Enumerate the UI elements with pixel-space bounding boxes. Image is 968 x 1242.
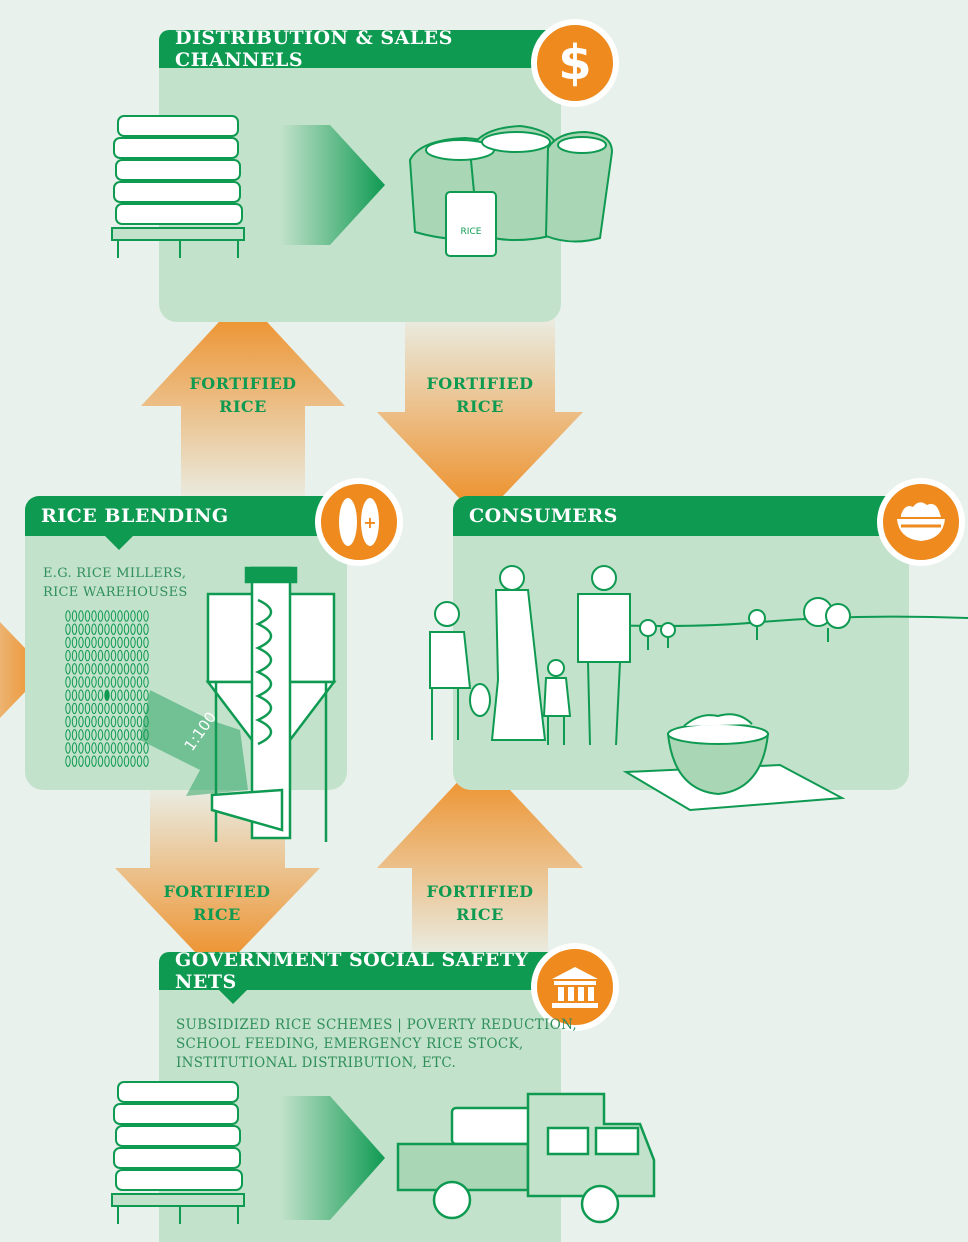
arrow-blend-to-dist <box>141 296 345 500</box>
svg-text:+: + <box>363 513 376 532</box>
blending-panel <box>25 496 347 790</box>
government-desc-line3: INSTITUTIONAL DISTRIBUTION, ETC. <box>176 1055 457 1071</box>
arrow-dist-to-consumers <box>377 318 583 520</box>
blending-subtitle: E.G. RICE MILLERS, RICE WAREHOUSES <box>43 564 188 602</box>
consumers-title: CONSUMERS <box>469 505 618 527</box>
government-title: GOVERNMENT SOCIAL SAFETY NETS <box>175 949 529 993</box>
blending-subtitle-line2: RICE WAREHOUSES <box>43 585 188 600</box>
distribution-title: DISTRIBUTION & SALES CHANNELS <box>175 27 453 71</box>
label-blend-to-gov: FORTIFIED RICE <box>147 880 287 926</box>
rice-grains-plus-icon: + <box>315 478 403 566</box>
distribution-header: DISTRIBUTION & SALES CHANNELS <box>159 27 561 71</box>
label-blend-to-dist-line1: FORTIFIED <box>189 374 297 393</box>
label-blend-to-gov-line1: FORTIFIED <box>163 882 271 901</box>
label-gov-to-consumers-line2: RICE <box>456 905 504 924</box>
government-desc-line2: SCHOOL FEEDING, EMERGENCY RICE STOCK, <box>176 1036 524 1052</box>
government-description: SUBSIDIZED RICE SCHEMES | POVERTY REDUCT… <box>176 1016 577 1073</box>
label-blend-to-dist: FORTIFIED RICE <box>173 372 313 418</box>
arrow-gov-to-consumers <box>377 758 583 955</box>
label-dist-to-consumers-line1: FORTIFIED <box>426 374 534 393</box>
label-blend-to-gov-line2: RICE <box>193 905 241 924</box>
blending-header: RICE BLENDING <box>25 496 347 550</box>
arrow-incoming-left <box>0 622 46 718</box>
consumers-header: CONSUMERS <box>453 496 909 536</box>
label-gov-to-consumers: FORTIFIED RICE <box>410 880 550 926</box>
label-dist-to-consumers-line2: RICE <box>456 397 504 416</box>
label-gov-to-consumers-line1: FORTIFIED <box>426 882 534 901</box>
government-header: GOVERNMENT SOCIAL SAFETY NETS <box>159 949 561 1004</box>
distribution-panel <box>159 30 561 322</box>
label-dist-to-consumers: FORTIFIED RICE <box>410 372 550 418</box>
blending-subtitle-line1: E.G. RICE MILLERS, <box>43 566 187 581</box>
blending-title: RICE BLENDING <box>41 505 229 527</box>
government-desc-line1: SUBSIDIZED RICE SCHEMES | POVERTY REDUCT… <box>176 1017 577 1033</box>
label-blend-to-dist-line2: RICE <box>219 397 267 416</box>
consumers-panel <box>453 496 909 790</box>
rice-bowl-icon <box>877 478 965 566</box>
government-building-icon <box>531 943 619 1031</box>
dollar-icon: $ <box>531 19 619 107</box>
